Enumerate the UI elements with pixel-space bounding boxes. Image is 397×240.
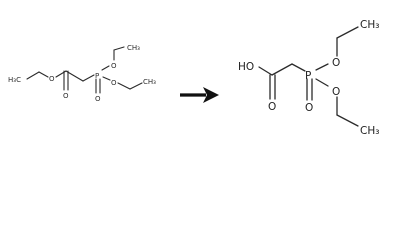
product-ho-label: HO [238,61,254,73]
reaction-arrow-head [203,87,219,103]
reaction-scheme: H₃C O O P O O O CH₃ CH₃ HO O P [8,19,379,137]
reactant-structure: H₃C O O P O O O CH₃ CH₃ [8,44,156,103]
reactant-bond-ch2-ch3-lower [129,82,143,90]
product-bond-p-o-upper [315,63,329,71]
reactant-bond-ch3-ch2 [26,71,40,80]
reactant-bond-c-ch2 [65,70,84,82]
reactant-bond-ch2-p [82,74,95,82]
reactant-bond-o-ch2-lower [117,82,131,90]
product-upper-ch3-label: CH₃ [360,19,379,31]
product-bond-ch2-p [291,63,306,72]
reactant-phosphoryl-oxygen-label: O [95,95,101,103]
reactant-upper-ch3-label: CH₃ [127,44,140,52]
product-lower-oxygen-label: O [332,86,340,98]
product-bond-ho-c [258,66,273,76]
product-bond-p-o-lower [315,78,329,87]
reactant-lower-oxygen-label: O [111,79,117,87]
product-bond-c-ch2 [271,63,293,76]
reactant-lower-ch3-label: CH₃ [143,78,156,86]
product-lower-ch3-label: CH₃ [360,125,379,137]
product-phosphorus-label: P [305,70,311,82]
reactant-bond-ch2-ch3-upper [113,46,125,51]
reaction-arrow [180,87,219,103]
product-structure: HO O P O O O CH₃ CH₃ [238,19,379,137]
reactant-bond-p-o-lower [102,76,111,81]
reactant-phosphorus-label: P [95,72,99,80]
reactant-ester-oxygen-label: O [49,75,55,83]
product-phosphoryl-oxygen-label: O [305,102,313,114]
product-bond-ch2-ch3-upper [336,26,359,39]
reactant-bond-ch2-o [38,71,49,78]
reactant-upper-oxygen-label: O [111,62,117,70]
product-bond-ch2-ch3-lower [336,114,359,127]
reactant-bond-p-o-upper [101,65,110,71]
reactant-carbonyl-oxygen-label: O [63,92,69,100]
reactant-h3c-label: H₃C [8,76,21,84]
product-carbonyl-oxygen-label: O [268,101,276,113]
product-upper-oxygen-label: O [332,57,340,69]
